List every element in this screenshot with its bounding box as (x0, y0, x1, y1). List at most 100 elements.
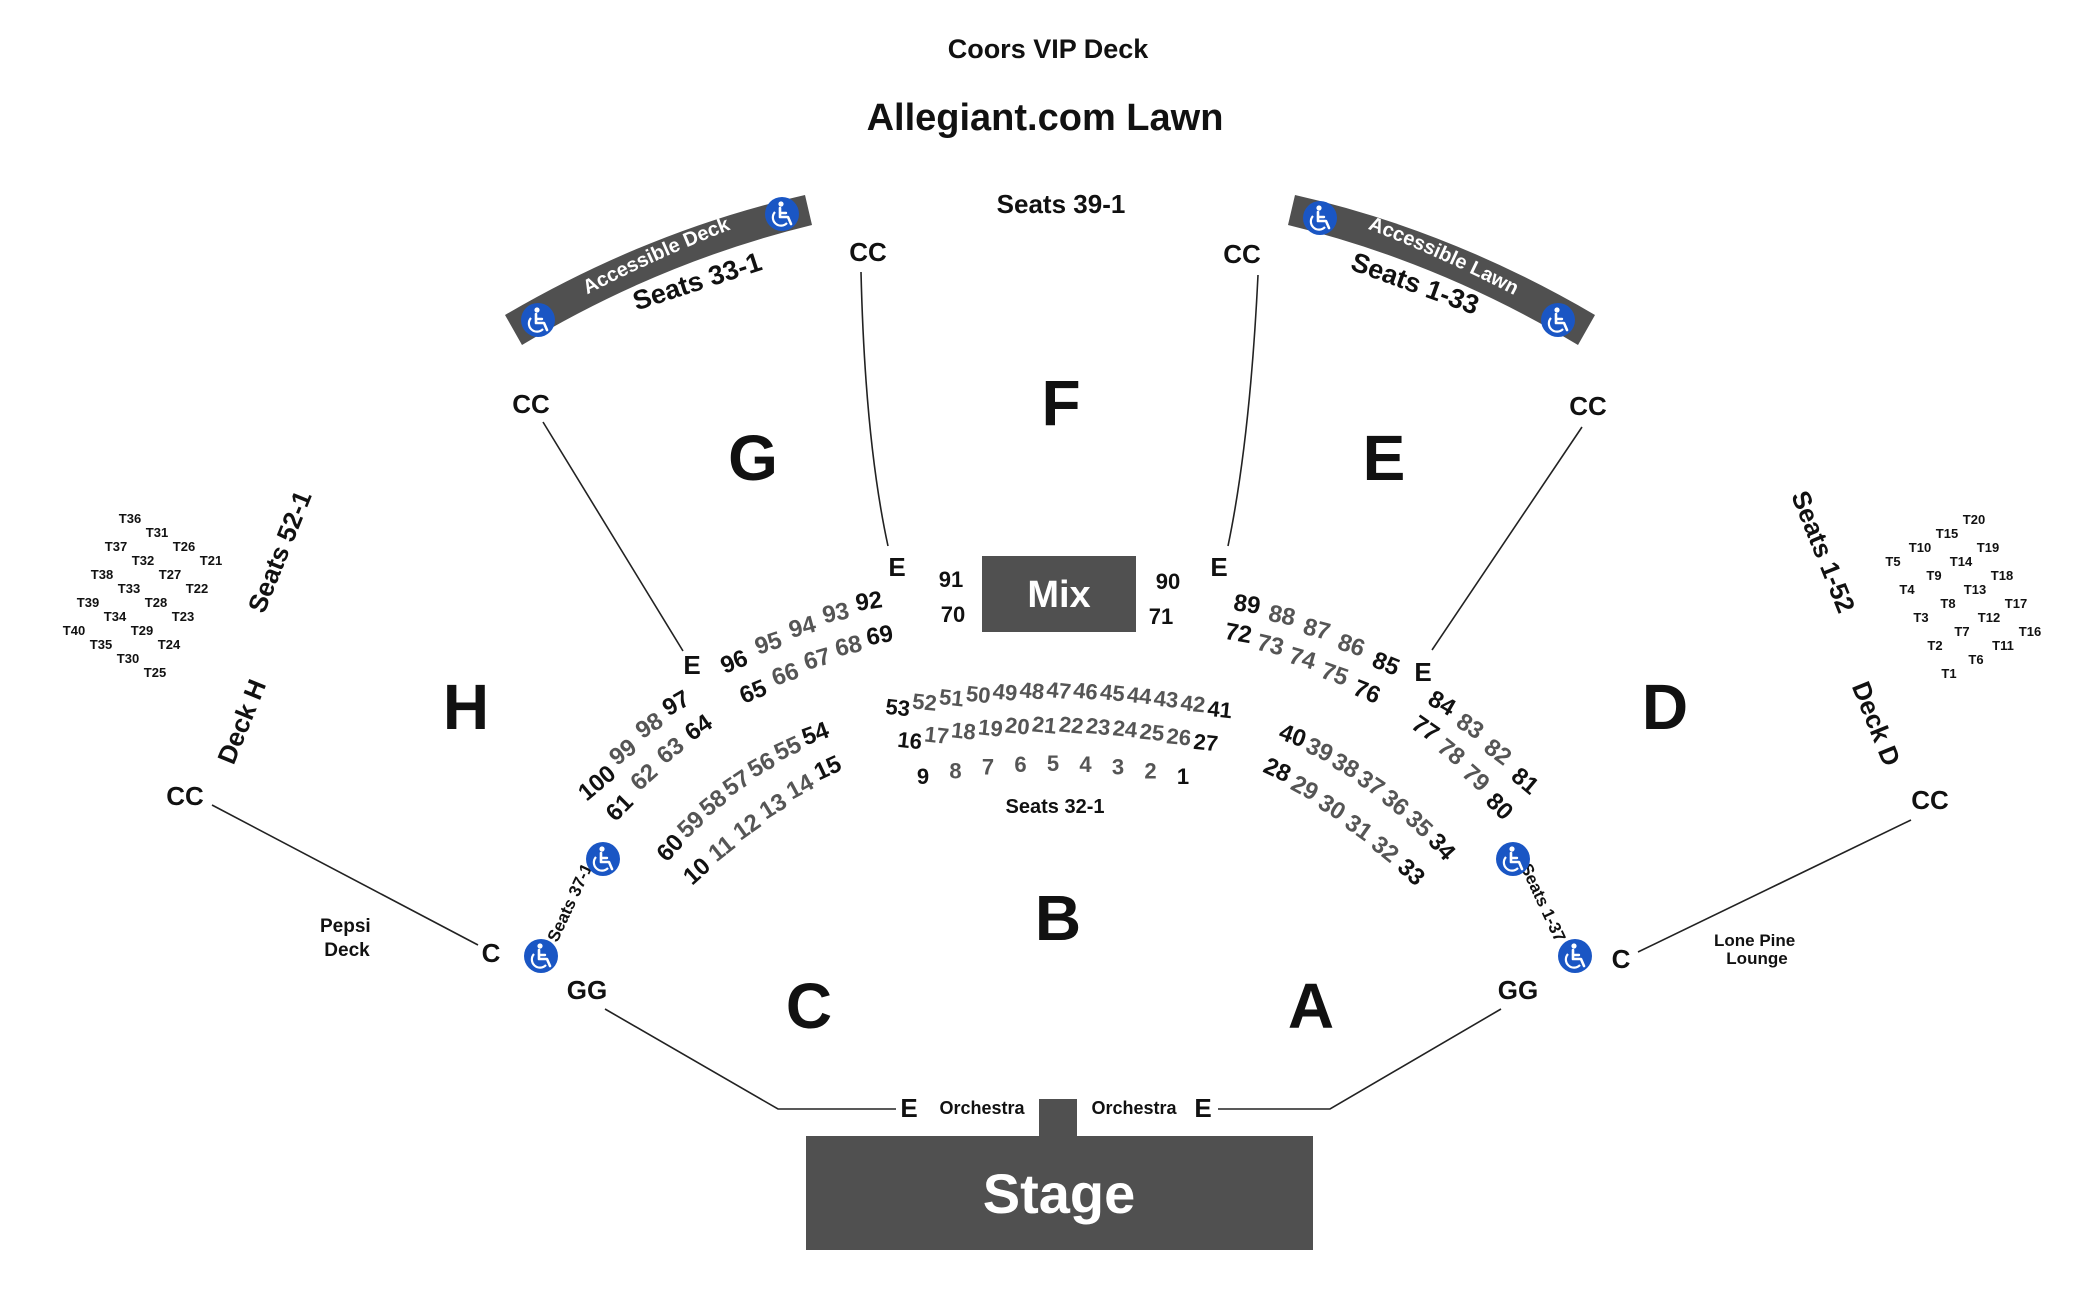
cc-marker: CC (1223, 239, 1261, 269)
orchestra-left: Orchestra (939, 1098, 1025, 1118)
table-label[interactable]: T39 (77, 595, 99, 610)
table-label[interactable]: T26 (173, 539, 195, 554)
table-label[interactable]: T38 (91, 567, 113, 582)
table-label[interactable]: T20 (1963, 512, 1985, 527)
table-label[interactable]: T24 (158, 637, 181, 652)
table-label[interactable]: T13 (1964, 582, 1986, 597)
seat-number: 76 (1349, 675, 1384, 710)
e-marker: E (888, 552, 905, 582)
wheelchair-icon[interactable] (585, 841, 621, 877)
seat-number: 55 (770, 731, 806, 767)
seat-number: 27 (1192, 729, 1219, 756)
table-label[interactable]: T12 (1978, 610, 2000, 625)
table-label[interactable]: T10 (1909, 540, 1931, 555)
section-a[interactable]: A (1288, 970, 1334, 1042)
table-label[interactable]: T3 (1913, 610, 1928, 625)
seat-number: 12 (728, 808, 765, 845)
seat-number: 1 (1177, 764, 1189, 789)
seat-number: 53 (884, 694, 911, 721)
table-label[interactable]: T28 (145, 595, 167, 610)
seat-number: 13 (755, 788, 792, 825)
table-label[interactable]: T21 (200, 553, 222, 568)
seat-number: 24 (1112, 715, 1140, 743)
seat-number: 61 (601, 789, 639, 827)
section-e[interactable]: E (1363, 422, 1406, 494)
table-label[interactable]: T9 (1926, 568, 1941, 583)
seat-number: 63 (652, 732, 690, 770)
table-label[interactable]: T16 (2019, 624, 2041, 639)
table-label[interactable]: T35 (90, 637, 112, 652)
table-label[interactable]: T2 (1927, 638, 1942, 653)
lawn-label[interactable]: Allegiant.com Lawn (867, 97, 1224, 139)
accessible-lawn-banner[interactable]: Accessible Lawn (1288, 195, 1595, 345)
wheelchair-icon[interactable] (1557, 938, 1593, 974)
c-marker: C (482, 938, 501, 968)
table-label[interactable]: T8 (1940, 596, 1955, 611)
seat-number: 2 (1144, 758, 1156, 783)
table-label[interactable]: T27 (159, 567, 181, 582)
seat-number: 54 (798, 716, 833, 751)
seat-number: 31 (1340, 809, 1377, 846)
wheelchair-icon[interactable] (523, 938, 559, 974)
lone-pine-lounge-label[interactable]: Lone Pine Lounge (1714, 931, 1800, 968)
deck-h-label[interactable]: Deck H (211, 675, 272, 768)
table-label[interactable]: T29 (131, 623, 153, 638)
seat-number: 29 (1286, 770, 1322, 806)
accessible-deck-banner[interactable]: Accessible Deck (505, 195, 812, 345)
table-label[interactable]: T32 (132, 553, 154, 568)
table-label[interactable]: T25 (144, 665, 166, 680)
mix-label: Mix (1027, 574, 1090, 616)
mix-booth[interactable]: Mix (982, 556, 1136, 632)
pepsi-deck-label[interactable]: Pepsi Deck (320, 916, 376, 961)
table-label[interactable]: T6 (1968, 652, 1983, 667)
coors-vip-deck-label[interactable]: Coors VIP Deck (948, 34, 1150, 64)
cc-marker: CC (1911, 785, 1949, 815)
cc-marker: CC (1569, 391, 1607, 421)
table-label[interactable]: T33 (118, 581, 140, 596)
section-d[interactable]: D (1642, 671, 1688, 743)
table-label[interactable]: T17 (2005, 596, 2027, 611)
seat-number: 81 (1506, 762, 1544, 800)
e-marker: E (1194, 1093, 1211, 1123)
seat-number: 88 (1266, 600, 1298, 632)
table-label[interactable]: T18 (1991, 568, 2013, 583)
seat-number: 89 (1232, 589, 1262, 619)
seat-number: 26 (1165, 723, 1192, 750)
table-label[interactable]: T15 (1936, 526, 1958, 541)
wheelchair-icon[interactable] (1495, 841, 1531, 877)
table-label[interactable]: T5 (1885, 554, 1900, 569)
table-label[interactable]: T11 (1992, 638, 2014, 653)
seat-number: 69 (864, 620, 895, 651)
seat-number: 15 (810, 750, 846, 786)
seat-number: 20 (1004, 712, 1031, 739)
stage-label: Stage (983, 1162, 1136, 1225)
seats-32-1-label: Seats 32-1 (1006, 796, 1105, 818)
seat-number: 68 (833, 630, 865, 662)
section-c[interactable]: C (786, 970, 832, 1042)
seat-number: 4 (1079, 752, 1092, 777)
table-label[interactable]: T14 (1950, 554, 1973, 569)
table-label[interactable]: T1 (1941, 666, 1956, 681)
table-label[interactable]: T40 (63, 623, 85, 638)
table-label[interactable]: T19 (1977, 540, 1999, 555)
table-label[interactable]: T31 (146, 525, 168, 540)
seat-number: 80 (1480, 788, 1518, 826)
seat-number: 45 (1099, 679, 1126, 706)
deck-d-label[interactable]: Deck D (1846, 677, 1907, 770)
section-g[interactable]: G (728, 422, 778, 494)
table-label[interactable]: T22 (186, 581, 208, 596)
table-label[interactable]: T34 (104, 609, 127, 624)
lawn-seats-label: Seats 39-1 (997, 189, 1126, 219)
stage[interactable]: Stage (806, 1099, 1313, 1250)
seat-number: 52 (911, 689, 938, 716)
table-label[interactable]: T4 (1899, 582, 1915, 597)
table-label[interactable]: T7 (1954, 624, 1969, 639)
table-label[interactable]: T23 (172, 609, 194, 624)
section-b[interactable]: B (1035, 882, 1081, 954)
table-label[interactable]: T37 (105, 539, 127, 554)
section-f[interactable]: F (1041, 367, 1080, 439)
section-h[interactable]: H (443, 671, 489, 743)
table-label[interactable]: T30 (117, 651, 139, 666)
table-label[interactable]: T36 (119, 511, 141, 526)
